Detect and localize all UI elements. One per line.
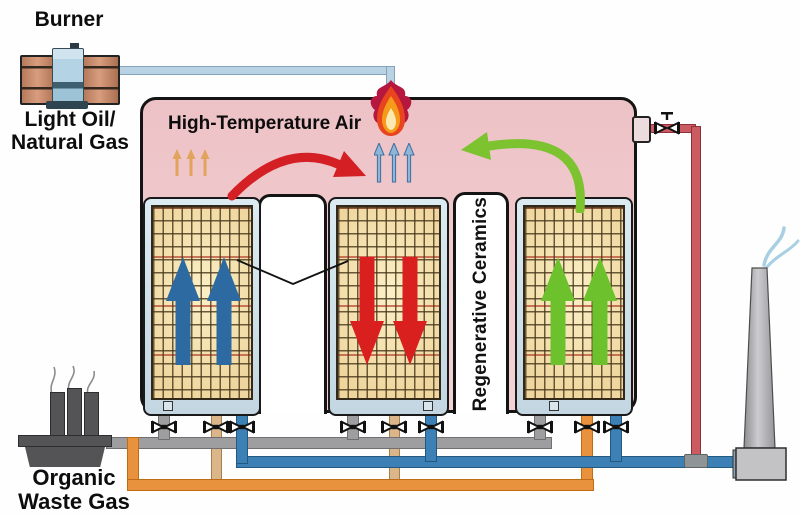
chamber-outlet-stub	[632, 116, 651, 143]
valve-icon	[418, 420, 444, 434]
chimney-smoke-icon	[762, 226, 786, 267]
factory-smoke-icon	[50, 365, 95, 395]
upflow-arrows-blue	[166, 257, 241, 365]
chamber-partition	[258, 194, 327, 414]
chimney-icon	[732, 226, 800, 481]
burner-pilot-detail	[70, 43, 79, 49]
bed-drain-detail	[423, 401, 433, 411]
ceramic-bed-middle	[328, 197, 449, 416]
small-arrows-blue-icon	[374, 143, 415, 183]
fuel-label-line1: Light Oil/	[24, 108, 116, 131]
pipe-junction-connector	[684, 454, 708, 468]
high-temperature-air-label: High-Temperature Air	[168, 113, 362, 134]
flow-arrow-green-icon	[461, 132, 585, 213]
organic-waste-gas-label-line1: Organic	[32, 465, 116, 490]
valve-icon	[603, 420, 629, 434]
ceramic-bed-right	[515, 197, 633, 416]
factory-roof	[18, 435, 112, 447]
burner-icon	[18, 43, 120, 110]
waste-gas-main-pipe	[106, 437, 552, 449]
downflow-arrows-red	[350, 257, 427, 365]
hot-air-pipe-vertical	[691, 126, 701, 462]
ceramics-callout-line	[236, 259, 349, 285]
clean-gas-main-pipe	[236, 456, 738, 468]
flow-arrow-red-icon	[227, 151, 366, 201]
factory-stack	[84, 392, 99, 439]
burner-base	[46, 101, 88, 109]
valve-icon	[574, 420, 600, 434]
fuel-label: Light Oil/ Natural Gas	[0, 108, 140, 154]
valve-icon	[229, 420, 255, 434]
burner-body	[52, 48, 84, 105]
valve-icon	[203, 420, 229, 434]
bed-drain-detail	[163, 401, 173, 411]
flame-icon	[370, 80, 412, 136]
organic-waste-gas-label: Organic Waste Gas	[0, 465, 148, 515]
ceramic-honeycomb	[336, 205, 441, 400]
ceramic-bed-left	[143, 197, 261, 416]
orange-main-pipe	[127, 479, 594, 491]
factory-stack	[50, 392, 65, 439]
factory-icon	[12, 365, 147, 470]
ceramic-honeycomb	[151, 205, 253, 400]
burner-fuel-barrel	[20, 55, 58, 105]
upflow-arrows-green	[541, 257, 617, 365]
burner-label: Burner	[34, 8, 104, 31]
regenerative-ceramics-label: Regenerative Ceramics	[470, 197, 491, 412]
valve-icon	[527, 420, 553, 434]
valve-icon	[151, 420, 177, 434]
fuel-pipe-horizontal	[114, 66, 395, 75]
bed-drain-detail	[549, 401, 559, 411]
factory-body	[25, 447, 105, 467]
valve-icon	[340, 420, 366, 434]
burner-fuel-barrel	[82, 55, 120, 105]
factory-stack	[67, 388, 82, 439]
small-arrows-orange-icon	[172, 149, 210, 176]
valve-icon	[381, 420, 407, 434]
hot-pipe-valve-icon	[654, 112, 680, 135]
fuel-label-line2: Natural Gas	[11, 131, 129, 155]
organic-waste-gas-label-line2: Waste Gas	[18, 489, 130, 515]
chamber-partition: Regenerative Ceramics	[453, 192, 509, 414]
